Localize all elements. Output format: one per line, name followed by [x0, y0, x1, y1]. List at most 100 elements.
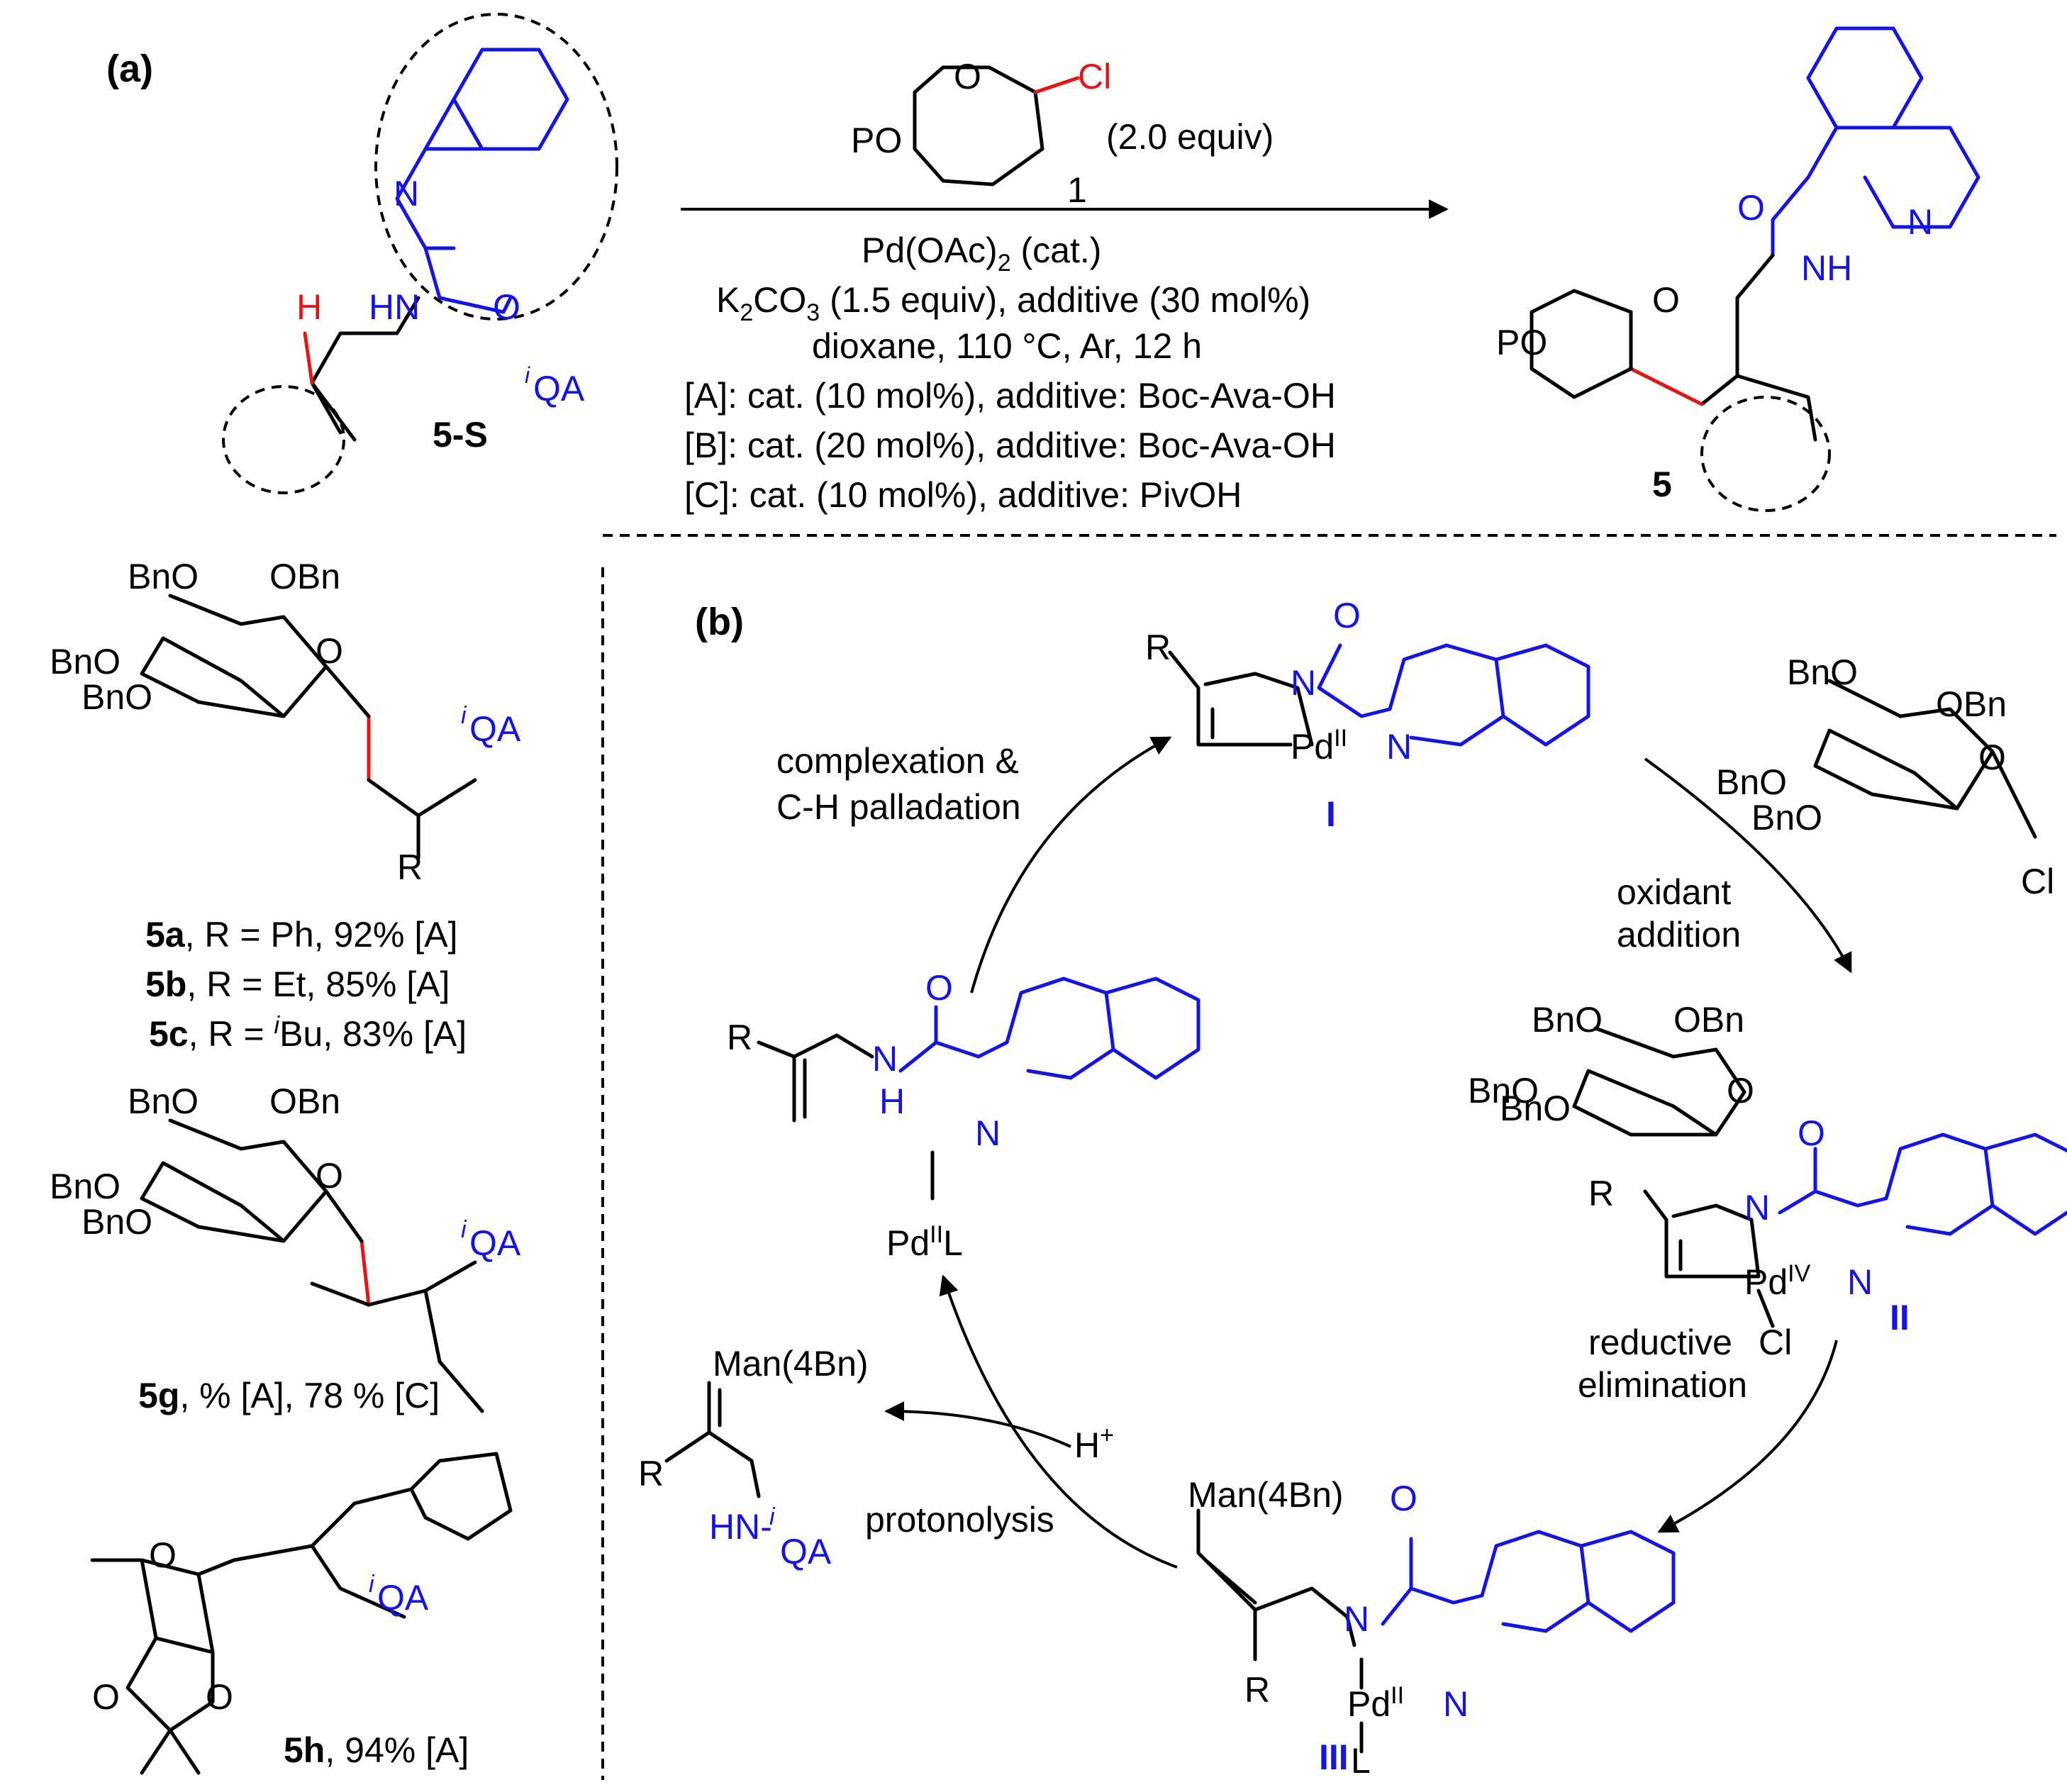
cond-pd-sub: 2	[998, 250, 1011, 277]
svg-text:OBn: OBn	[269, 557, 340, 596]
label-III: III	[1319, 1737, 1349, 1777]
intermediate-I: R N O PdII N I	[1145, 596, 1590, 834]
glycosyl-donor: BnO OBn BnO BnO O Cl	[1716, 652, 2054, 901]
arrow-reductive-elimination	[1657, 1340, 1838, 1533]
cond-C: [C]: cat. (10 mol%), additive: PivOH	[684, 475, 1242, 515]
step-oxidant: oxidant	[1617, 872, 1731, 912]
cond-pd: Pd(OAc)	[862, 230, 998, 270]
svg-text:N: N	[1847, 1262, 1873, 1302]
svg-text:O: O	[1333, 596, 1361, 635]
cond-B: [B]: cat. (20 mol%), additive: Boc-Ava-O…	[684, 425, 1336, 465]
svg-text:BnO: BnO	[1751, 798, 1822, 837]
svg-text:O: O	[316, 1156, 343, 1196]
product-NH: NH	[1801, 248, 1852, 288]
product-5c: 5c, R = iBu, 83% [A]	[149, 1012, 467, 1054]
label-II: II	[1890, 1298, 1910, 1337]
svg-text:O: O	[92, 1677, 120, 1717]
cond-co-sub: 3	[806, 299, 820, 326]
svg-text:i: i	[461, 1216, 467, 1243]
svg-text:BnO: BnO	[50, 1167, 121, 1206]
svg-text:N: N	[1744, 1188, 1770, 1228]
svg-text:PdIV: PdIV	[1744, 1260, 1811, 1302]
svg-text:PdII: PdII	[1347, 1682, 1404, 1724]
svg-text:O: O	[1727, 1071, 1754, 1111]
svg-text:N: N	[1344, 1599, 1369, 1639]
svg-text:BnO: BnO	[128, 557, 199, 596]
svg-text:i: i	[461, 702, 467, 729]
svg-text:O: O	[1978, 738, 2006, 777]
svg-text:L: L	[1351, 1741, 1371, 1781]
product-5b: 5b, R = Et, 85% [A]	[145, 964, 450, 1004]
svg-text:R: R	[727, 1018, 752, 1057]
svg-text:QA: QA	[469, 1223, 521, 1263]
substrate-dg-prefix: i	[525, 362, 530, 388]
svg-text:O: O	[1798, 1113, 1825, 1153]
svg-text:QA: QA	[377, 1578, 429, 1618]
conditions: Pd(OAc)2 (cat.) K2CO3 (1.5 equiv), addit…	[684, 230, 1336, 515]
svg-text:R: R	[1588, 1174, 1614, 1213]
svg-text:R: R	[397, 847, 423, 887]
svg-text:i: i	[769, 1503, 776, 1530]
svg-text:O: O	[316, 631, 343, 671]
step-protonolysis: protonolysis	[865, 1500, 1054, 1540]
arrow-protonolysis	[884, 1401, 1071, 1448]
cond-k: K	[716, 280, 740, 320]
panel-a-label: (a)	[106, 48, 153, 90]
svg-text:OBn: OBn	[1673, 1000, 1744, 1040]
substrate-O: O	[493, 287, 520, 327]
substrate-H: H	[296, 287, 322, 327]
product-5h-structure: O O O i QA	[90, 1452, 513, 1775]
product-5h: 5h, 94% [A]	[284, 1730, 469, 1770]
svg-text:BnO: BnO	[82, 1202, 152, 1242]
product-5a-structure: BnO OBn BnO BnO O R i QA	[50, 557, 521, 887]
svg-text:PdIIL: PdIIL	[886, 1221, 963, 1263]
cond-co: CO	[753, 280, 806, 320]
step-reductive: reductive	[1588, 1323, 1732, 1362]
svg-text:N: N	[1386, 727, 1412, 767]
svg-text:N: N	[1291, 663, 1316, 703]
svg-text:R: R	[1145, 628, 1171, 667]
svg-text:O: O	[925, 968, 953, 1008]
svg-text:PdII: PdII	[1291, 725, 1347, 767]
product-5g: 5g, % [A], 78 % [C]	[138, 1376, 440, 1415]
svg-text:BnO: BnO	[1716, 762, 1787, 802]
svg-text:BnO: BnO	[1500, 1089, 1571, 1128]
reagent-PO: PO	[851, 121, 902, 160]
svg-text:O: O	[206, 1677, 233, 1717]
svg-text:QA: QA	[780, 1532, 832, 1571]
substrate-dg: QA	[533, 369, 585, 408]
label-I: I	[1326, 794, 1336, 834]
reagent-n: 1	[1067, 170, 1087, 210]
substrate-N: N	[394, 174, 419, 213]
substrate-5S: H HN N O i QA 5-S	[222, 13, 618, 494]
released-product: Man(4Bn) R HN- i QA	[638, 1344, 869, 1571]
svg-text:K2CO3 (1.5 equiv), additive (3: K2CO3 (1.5 equiv), additive (30 mol%)	[716, 280, 1310, 326]
svg-text:BnO: BnO	[50, 642, 121, 681]
intermediate-II: BnO OBn BnO BnO O R N O PdIV N Cl II	[1468, 1000, 2067, 1362]
product-PO: PO	[1496, 323, 1547, 362]
glycosyl-chloride-reagent: PO O Cl 1 (2.0 equiv)	[851, 57, 1274, 210]
svg-text:QA: QA	[469, 709, 521, 749]
cond-solvent: dioxane, 110 °C, Ar, 12 h	[812, 326, 1202, 366]
svg-text:OBn: OBn	[1936, 684, 2007, 724]
substrate-label: 5-S	[433, 415, 488, 455]
step-complexation: complexation &	[776, 741, 1019, 781]
svg-text:Man(4Bn): Man(4Bn)	[1188, 1475, 1344, 1515]
svg-text:Man(4Bn): Man(4Bn)	[713, 1344, 869, 1384]
product-label: 5	[1652, 464, 1672, 504]
svg-text:N: N	[872, 1039, 898, 1079]
arrow-oxidative-addition	[1644, 757, 1852, 974]
step-elimination: elimination	[1578, 1365, 1747, 1405]
intermediate-III: Man(4Bn) R N O PdII N L III	[1188, 1475, 1676, 1781]
svg-text:N: N	[975, 1113, 1001, 1153]
step-palladation: C-H palladation	[776, 787, 1021, 827]
svg-text:BnO: BnO	[1532, 1000, 1603, 1040]
product-Oc: O	[1737, 188, 1765, 228]
product-5g-structure: BnO OBn BnO BnO O i QA	[50, 1081, 521, 1413]
cond-k-sub: 2	[740, 299, 753, 326]
svg-text:BnO: BnO	[1468, 1071, 1539, 1111]
product-N: N	[1907, 202, 1933, 242]
panel-b-label: (b)	[695, 601, 744, 643]
arrow-complexation	[970, 736, 1172, 994]
product-5a: 5a, R = Ph, 92% [A]	[145, 915, 458, 955]
